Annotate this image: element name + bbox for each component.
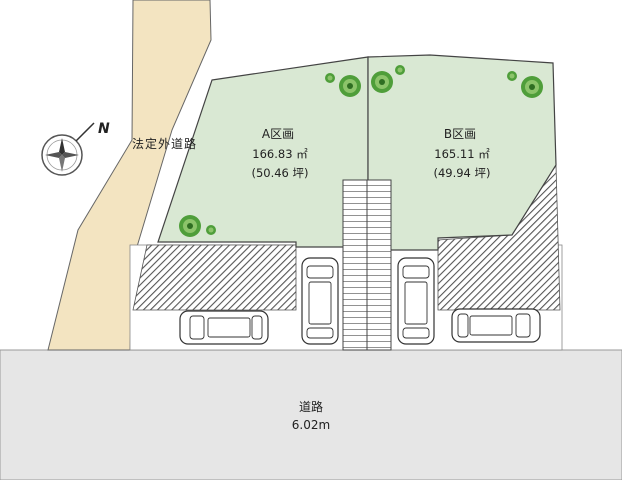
lot-b-tsubo: (49.94 坪) bbox=[433, 166, 491, 180]
lot-b-name: B区画 bbox=[443, 127, 477, 141]
lot-a-area: 166.83 ㎡ bbox=[252, 147, 308, 161]
lot-a-tsubo: (50.46 坪) bbox=[251, 166, 309, 180]
side-road-label: 法定外道路 bbox=[132, 137, 198, 151]
tree-group bbox=[179, 65, 543, 237]
compass-label: N bbox=[98, 121, 110, 137]
car-left-vertical bbox=[301, 257, 339, 345]
lot-a-name: A区画 bbox=[261, 127, 295, 141]
main-road bbox=[0, 349, 622, 480]
compass-icon bbox=[41, 122, 95, 176]
car-right-vertical bbox=[397, 257, 435, 345]
car-left-horizontal bbox=[179, 310, 269, 345]
main-road-width: 6.02m bbox=[291, 418, 331, 432]
lot-b-area: 165.11 ㎡ bbox=[434, 147, 490, 161]
car-right-horizontal bbox=[451, 308, 541, 343]
main-road-name: 道路 bbox=[298, 400, 323, 414]
hatched-area-left bbox=[132, 244, 297, 311]
